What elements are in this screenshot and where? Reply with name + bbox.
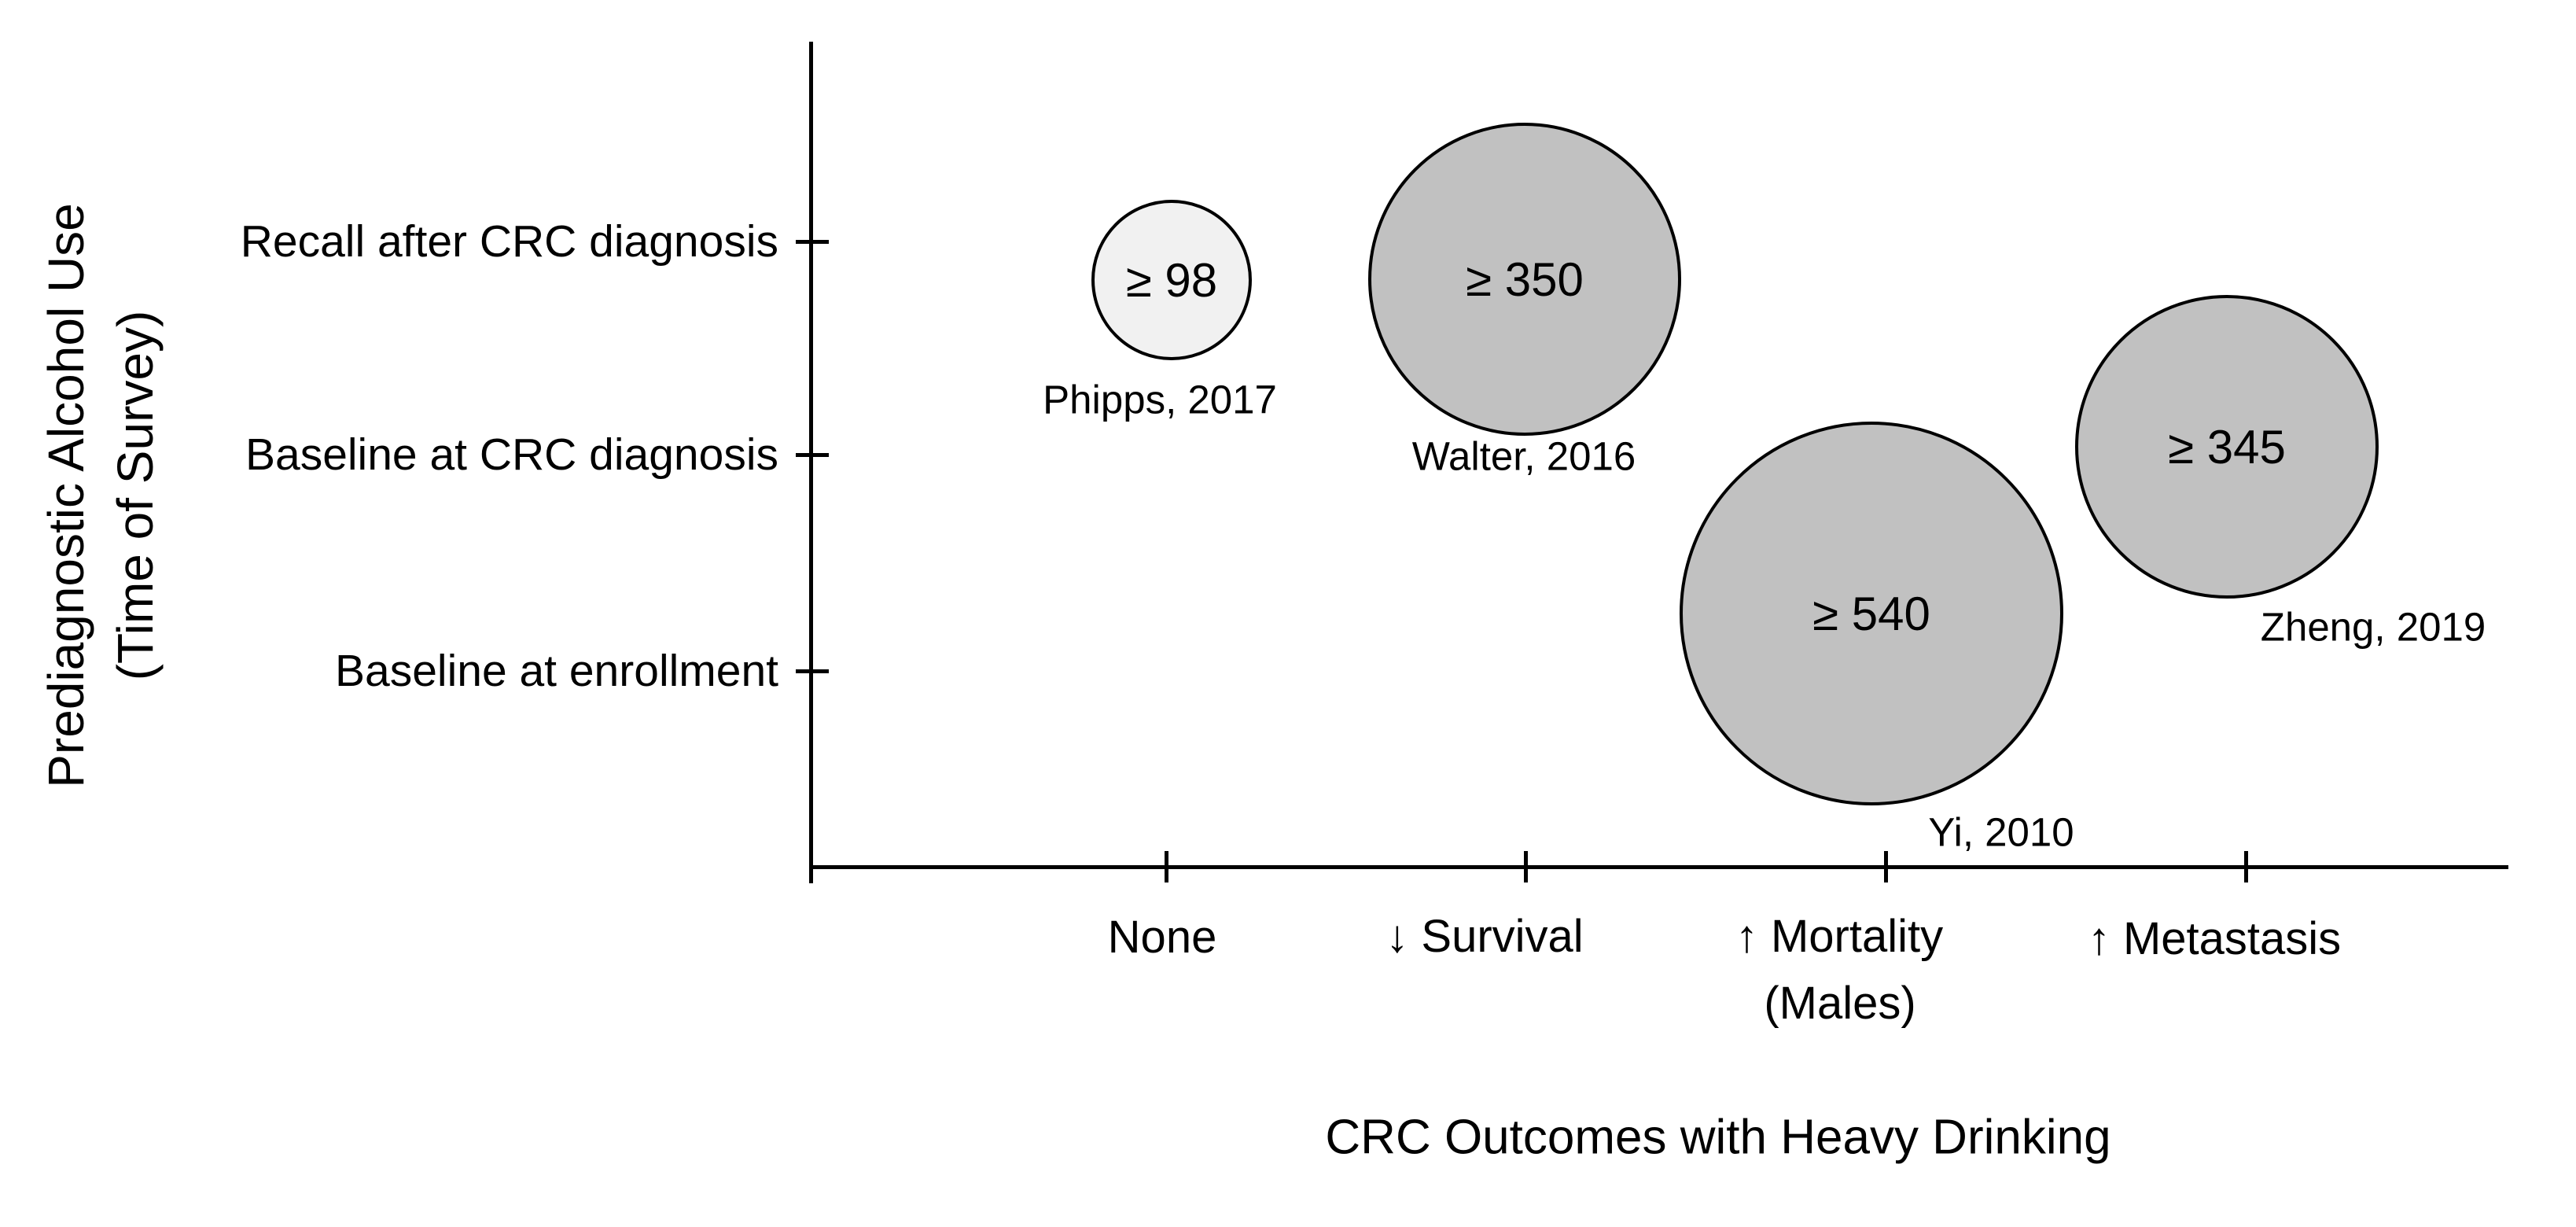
y-axis-title-line2: (Time of Survey) — [107, 310, 164, 681]
y-tick-recall — [796, 240, 829, 244]
bubble-zheng-value: ≥ 345 — [2168, 420, 2286, 473]
study-label-walter: Walter, 2016 — [1411, 433, 1636, 479]
y-tick-baseline-enrollment — [796, 669, 829, 673]
x-tick-metastasis — [2244, 851, 2248, 882]
bubble-zheng-2019: ≥ 345 — [2075, 295, 2379, 599]
study-label-zheng: Zheng, 2019 — [2260, 604, 2486, 650]
x-tick-label-metastasis: ↑ Metastasis — [2087, 913, 2342, 964]
bubble-phipps-value: ≥ 98 — [1125, 253, 1218, 307]
y-tick-label-baseline-enrollment: Baseline at enrollment — [335, 646, 778, 696]
y-tick-label-baseline-diagnosis: Baseline at CRC diagnosis — [245, 429, 778, 480]
x-tick-label-survival: ↓ Survival — [1386, 911, 1584, 962]
y-axis-title-line1: Prediagnostic Alcohol Use — [38, 203, 94, 788]
x-tick-label-mortality: ↑ Mortality — [1735, 911, 1944, 962]
y-axis-line — [809, 42, 813, 883]
study-label-phipps: Phipps, 2017 — [1043, 377, 1277, 422]
bubble-walter-2016: ≥ 350 — [1368, 123, 1681, 436]
bubble-phipps-2017: ≥ 98 — [1091, 200, 1252, 360]
y-axis-title: Prediagnostic Alcohol Use (Time of Surve… — [31, 63, 167, 928]
y-tick-baseline-diagnosis — [796, 453, 829, 457]
x-tick-survival — [1524, 851, 1528, 882]
study-label-yi: Yi, 2010 — [1928, 809, 2074, 855]
x-tick-label-mortality-males: (Males) — [1764, 978, 1916, 1029]
x-tick-none — [1165, 851, 1168, 882]
x-tick-mortality — [1884, 851, 1888, 882]
bubble-walter-value: ≥ 350 — [1466, 252, 1584, 306]
bubble-yi-value: ≥ 540 — [1812, 587, 1930, 640]
x-axis-title: CRC Outcomes with Heavy Drinking — [1325, 1110, 2111, 1165]
x-tick-label-none: None — [1107, 912, 1217, 963]
x-axis-line — [809, 865, 2508, 869]
y-tick-label-recall: Recall after CRC diagnosis — [240, 216, 778, 267]
bubble-yi-2010: ≥ 540 — [1680, 422, 2063, 805]
